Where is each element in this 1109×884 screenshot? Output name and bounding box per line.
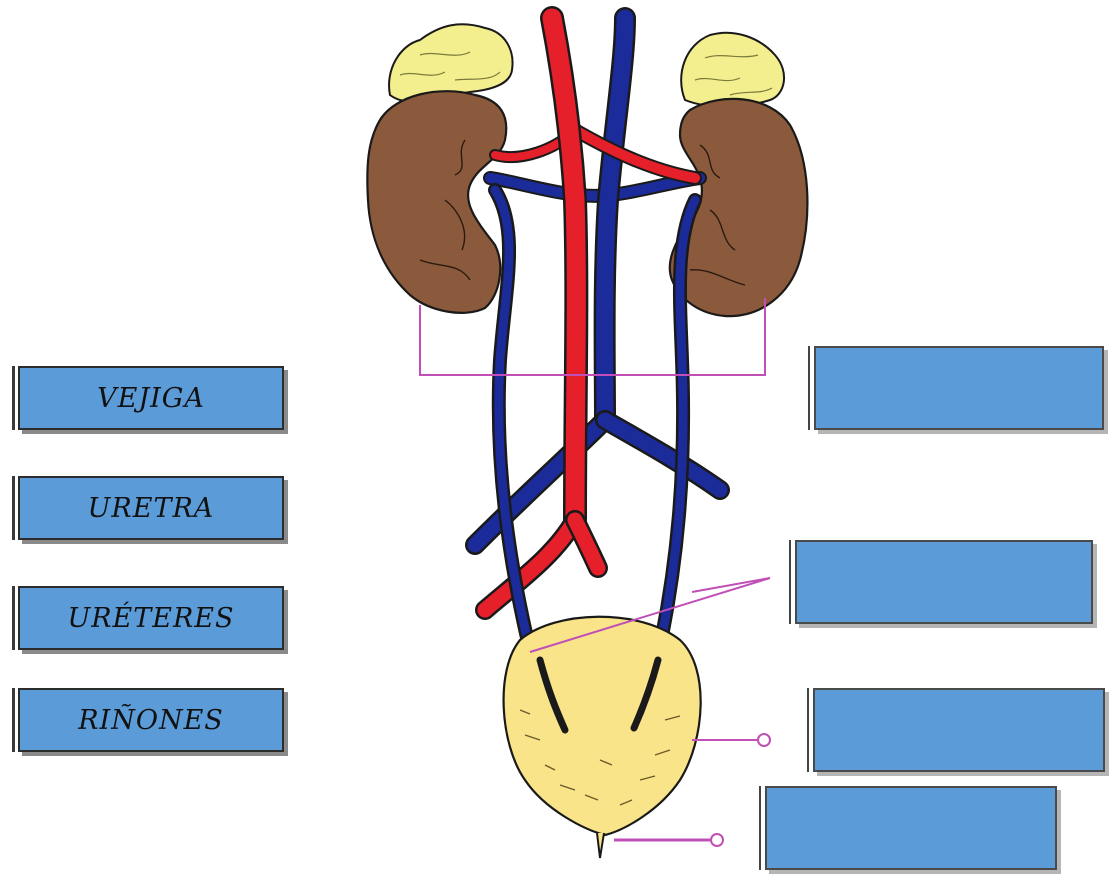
urethra bbox=[597, 833, 604, 858]
label-tile-vejiga[interactable]: VEJIGA bbox=[18, 366, 284, 430]
drop-target-bladder[interactable] bbox=[813, 688, 1105, 772]
left-kidney bbox=[367, 91, 506, 313]
urethra-leader-dot bbox=[711, 834, 723, 846]
bladder-leader-dot bbox=[758, 734, 770, 746]
label-tile-text: URETRA bbox=[88, 493, 215, 524]
drop-target-urethra[interactable] bbox=[765, 786, 1057, 870]
label-tile-uretra[interactable]: URETRA bbox=[18, 476, 284, 540]
bladder bbox=[504, 617, 701, 835]
label-tile-rinones[interactable]: RIÑONES bbox=[18, 688, 284, 752]
right-adrenal-gland bbox=[681, 33, 784, 107]
drop-target-kidneys[interactable] bbox=[814, 346, 1104, 430]
label-tile-text: URÉTERES bbox=[67, 603, 234, 634]
drop-target-ureters[interactable] bbox=[795, 540, 1093, 624]
label-tile-text: RIÑONES bbox=[78, 705, 224, 736]
label-tile-text: VEJIGA bbox=[97, 383, 205, 414]
label-tile-ureteres[interactable]: URÉTERES bbox=[18, 586, 284, 650]
